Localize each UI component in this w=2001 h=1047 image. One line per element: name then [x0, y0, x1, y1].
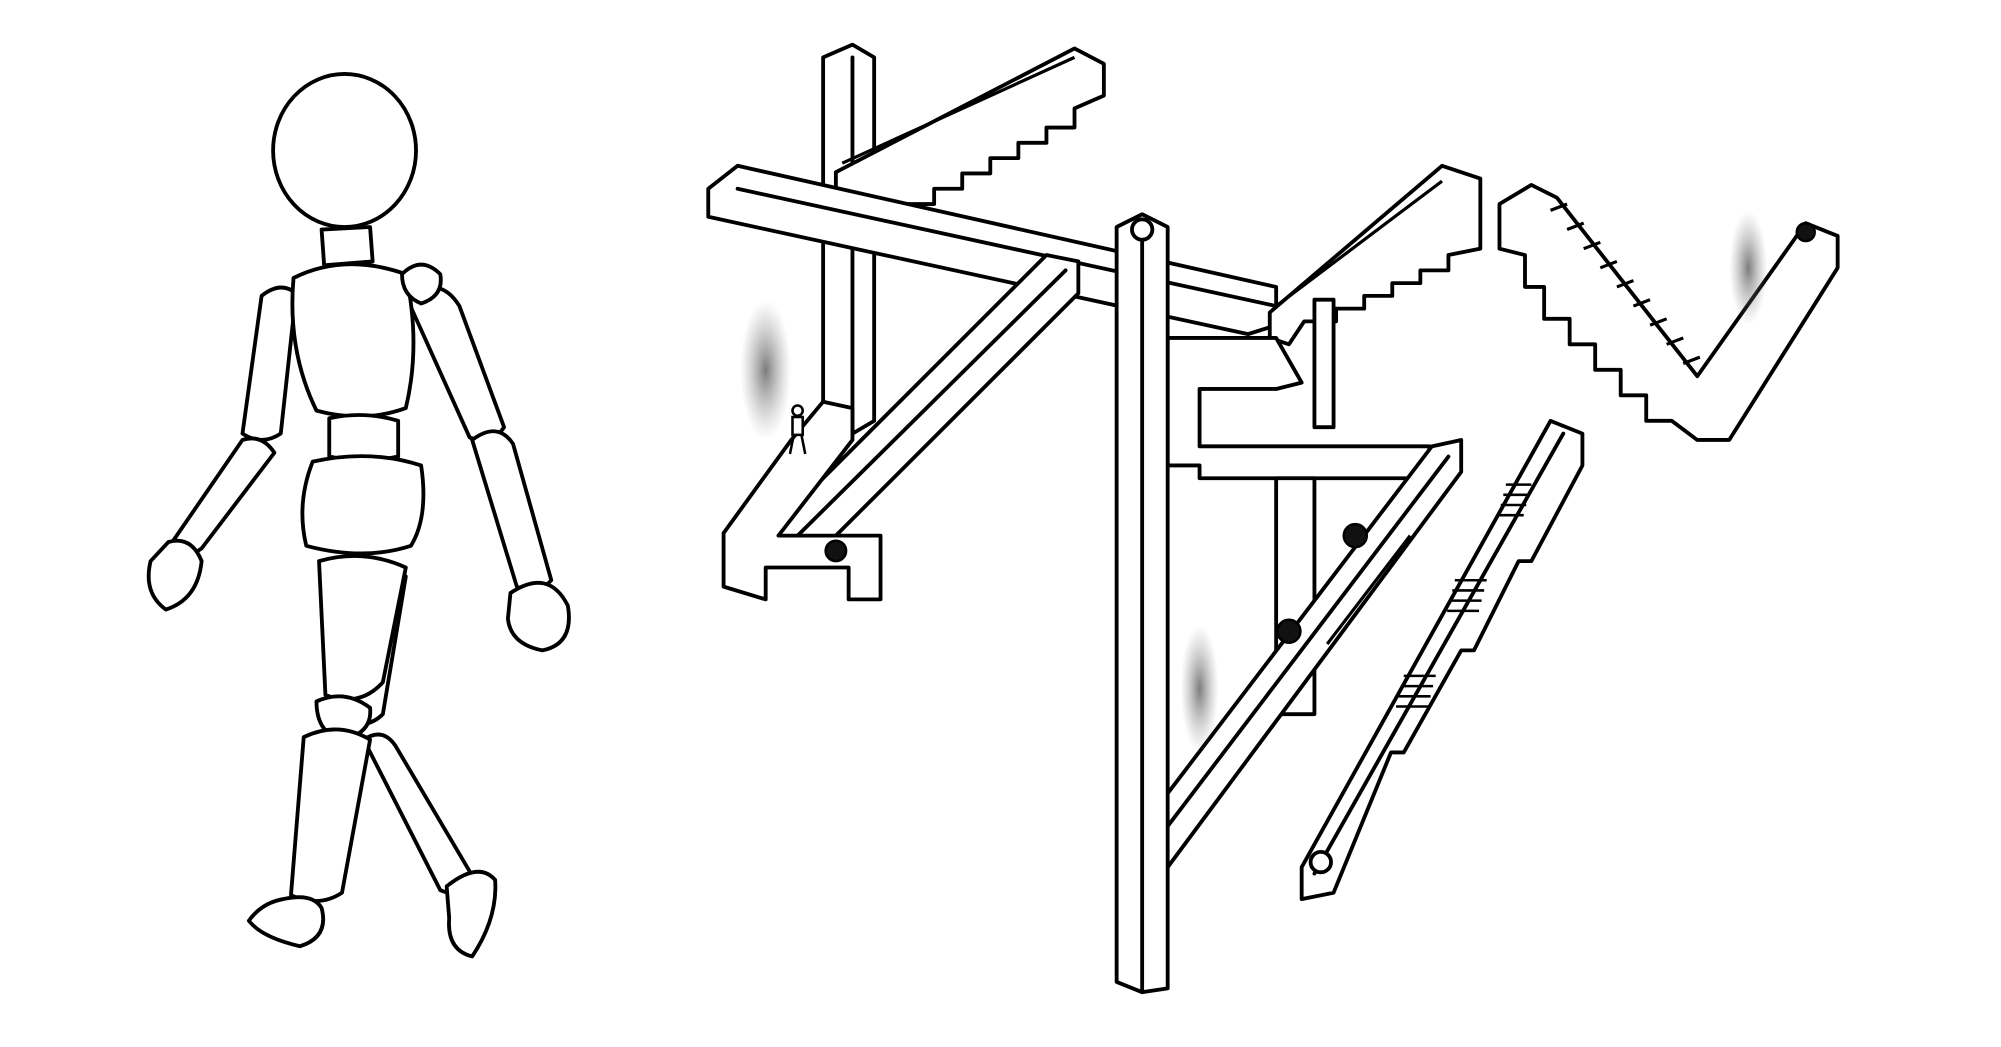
post-cap-icon [1130, 217, 1155, 242]
mannequin-foot-back [444, 869, 498, 959]
mannequin-hand-right [505, 581, 571, 653]
mannequin-foot-front [246, 895, 326, 949]
hole-icon [1276, 618, 1302, 645]
mannequin-head [271, 72, 418, 229]
hole-icon [1342, 522, 1369, 549]
mannequin-hips [300, 454, 426, 556]
inner-frame [1165, 336, 1432, 481]
step-hatching [1396, 483, 1532, 708]
mannequin-hand-left [146, 538, 204, 612]
shadow-smudge [740, 299, 792, 440]
mannequin-neck [319, 225, 375, 268]
shadow-smudge [1729, 210, 1768, 326]
stepped-beam [1299, 418, 1585, 901]
impossible-structure [706, 42, 1840, 995]
post-cap-icon [1308, 849, 1333, 875]
stair-treads [1549, 202, 1701, 365]
hole-icon [824, 539, 848, 563]
tiny-walker-figure [788, 404, 807, 455]
wooden-mannequin [146, 72, 571, 959]
hole-icon [1795, 221, 1816, 243]
shadow-smudge [1180, 624, 1219, 753]
mannequin-waist [327, 413, 401, 463]
mannequin-shoulder-right [400, 262, 443, 306]
inner-post-2 [1312, 297, 1336, 430]
mannequin-chest [290, 262, 416, 419]
